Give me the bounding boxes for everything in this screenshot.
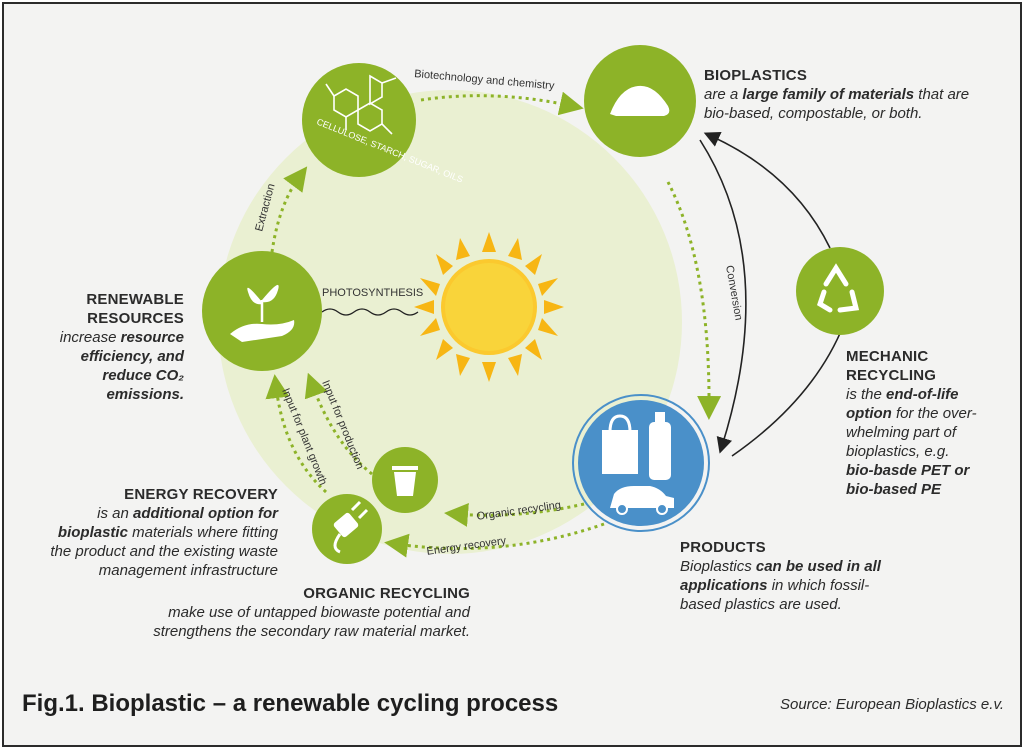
organic-title: ORGANIC RECYCLING: [303, 585, 470, 602]
energy-b1: additional option for: [133, 505, 278, 522]
bioplastics-t2: that are: [914, 86, 970, 103]
products-title: PRODUCTS: [680, 539, 766, 556]
mechanic-b3: bio-basde PET or: [846, 462, 970, 479]
mechanic-recycling-node: [796, 247, 884, 335]
renewable-b3: reduce CO₂: [102, 367, 184, 384]
products-node: [572, 394, 710, 532]
energy-recovery-node: [312, 494, 382, 564]
mechanic-title2: RECYCLING: [846, 367, 937, 384]
renewable-text: RENEWABLE RESOURCES increase resource ef…: [12, 290, 184, 404]
bioplastics-text: BIOPLASTICS are a large family of materi…: [704, 66, 1014, 123]
energy-l4: management infrastructure: [98, 562, 278, 579]
photosynthesis-wave: [321, 308, 419, 316]
arrow-input-plant: [265, 374, 328, 494]
mechanic-text: MECHANIC RECYCLING is the end-of-life op…: [846, 347, 1016, 499]
arrow-biotech: [420, 91, 584, 116]
bioplastics-line2: bio-based, compostable, or both.: [704, 105, 923, 122]
molecule-icon: [325, 74, 397, 135]
energy-t2: materials where fitting: [127, 524, 278, 541]
energy-t1: is an: [97, 505, 134, 522]
organic-recycling-node: [372, 447, 438, 513]
energy-l3: the product and the existing waste: [50, 543, 278, 560]
energy-b2: bioplastic: [57, 524, 128, 541]
bioplastics-title: BIOPLASTICS: [704, 67, 808, 84]
arrow-organic-recycling: [444, 502, 585, 527]
renewable-title1: RENEWABLE: [86, 291, 184, 308]
mechanic-title1: MECHANIC: [846, 348, 929, 365]
mechanic-l3: whelming part of: [846, 424, 957, 441]
mechanic-b2: option: [846, 405, 892, 422]
energy-title: ENERGY RECOVERY: [124, 486, 278, 503]
organic-l1: make use of untapped biowaste potential …: [168, 604, 470, 621]
mechanic-b4: bio-based PE: [846, 481, 942, 498]
arrow-energy-recovery: [384, 522, 605, 558]
renewable-b2: efficiency, and: [80, 348, 184, 365]
arrow-conversion-black: [699, 139, 747, 454]
products-text: PRODUCTS Bioplastics can be used in all …: [680, 538, 960, 614]
arrow-input-production: [304, 372, 373, 476]
bioplastics-b1: large family of materials: [742, 86, 915, 103]
organic-text: ORGANIC RECYCLING make use of untapped b…: [64, 584, 470, 641]
plant-hand-icon: [230, 284, 295, 342]
arrow-conversion: [666, 181, 722, 420]
label-biotech: Biotechnology and chemistry: [414, 68, 556, 92]
arrow-mechanic-in: [703, 132, 831, 249]
products-t1: Bioplastics: [680, 558, 756, 575]
sun-icon: [414, 232, 564, 382]
arrow-extraction: [270, 166, 308, 253]
products-l3: based plastics are used.: [680, 596, 842, 613]
bioplastics-node: [584, 45, 696, 157]
renewable-title2: RESOURCES: [87, 310, 184, 327]
plug-icon: [333, 500, 369, 554]
powder-icon: [610, 85, 670, 116]
bottle-icon: [649, 412, 671, 480]
energy-text: ENERGY RECOVERY is an additional option …: [8, 485, 278, 580]
recycle-icon: [816, 263, 860, 313]
renewable-node: [202, 251, 322, 371]
mechanic-t1: is the: [846, 386, 887, 403]
bin-icon: [394, 472, 416, 496]
mechanic-t2: for the over-: [891, 405, 977, 422]
renewable-t1: increase: [59, 329, 121, 346]
products-t2: in which fossil-: [767, 577, 870, 594]
label-photosynthesis: PHOTOSYNTHESIS: [322, 287, 423, 299]
products-b2: applications: [680, 577, 768, 594]
cycle-diagram: Biotechnology and chemistry Extraction C…: [202, 45, 884, 564]
bioplastics-t1: are a: [704, 86, 743, 103]
organic-l2: strengthens the secondary raw material m…: [153, 623, 470, 640]
figure-caption: Fig.1. Bioplastic – a renewable cycling …: [22, 690, 559, 717]
mechanic-l4: bioplastics, e.g.: [846, 443, 950, 460]
label-conversion: Conversion: [723, 264, 744, 321]
mechanic-b1: end-of-life: [886, 386, 959, 403]
renewable-b1: resource: [120, 329, 184, 346]
arrow-mechanic-out: [731, 323, 845, 457]
bag-icon: [602, 414, 638, 474]
products-b1: can be used in all: [755, 558, 881, 575]
figure-source: Source: European Bioplastics e.v.: [779, 696, 1004, 713]
renewable-b4: emissions.: [106, 386, 184, 403]
car-icon: [610, 486, 674, 515]
